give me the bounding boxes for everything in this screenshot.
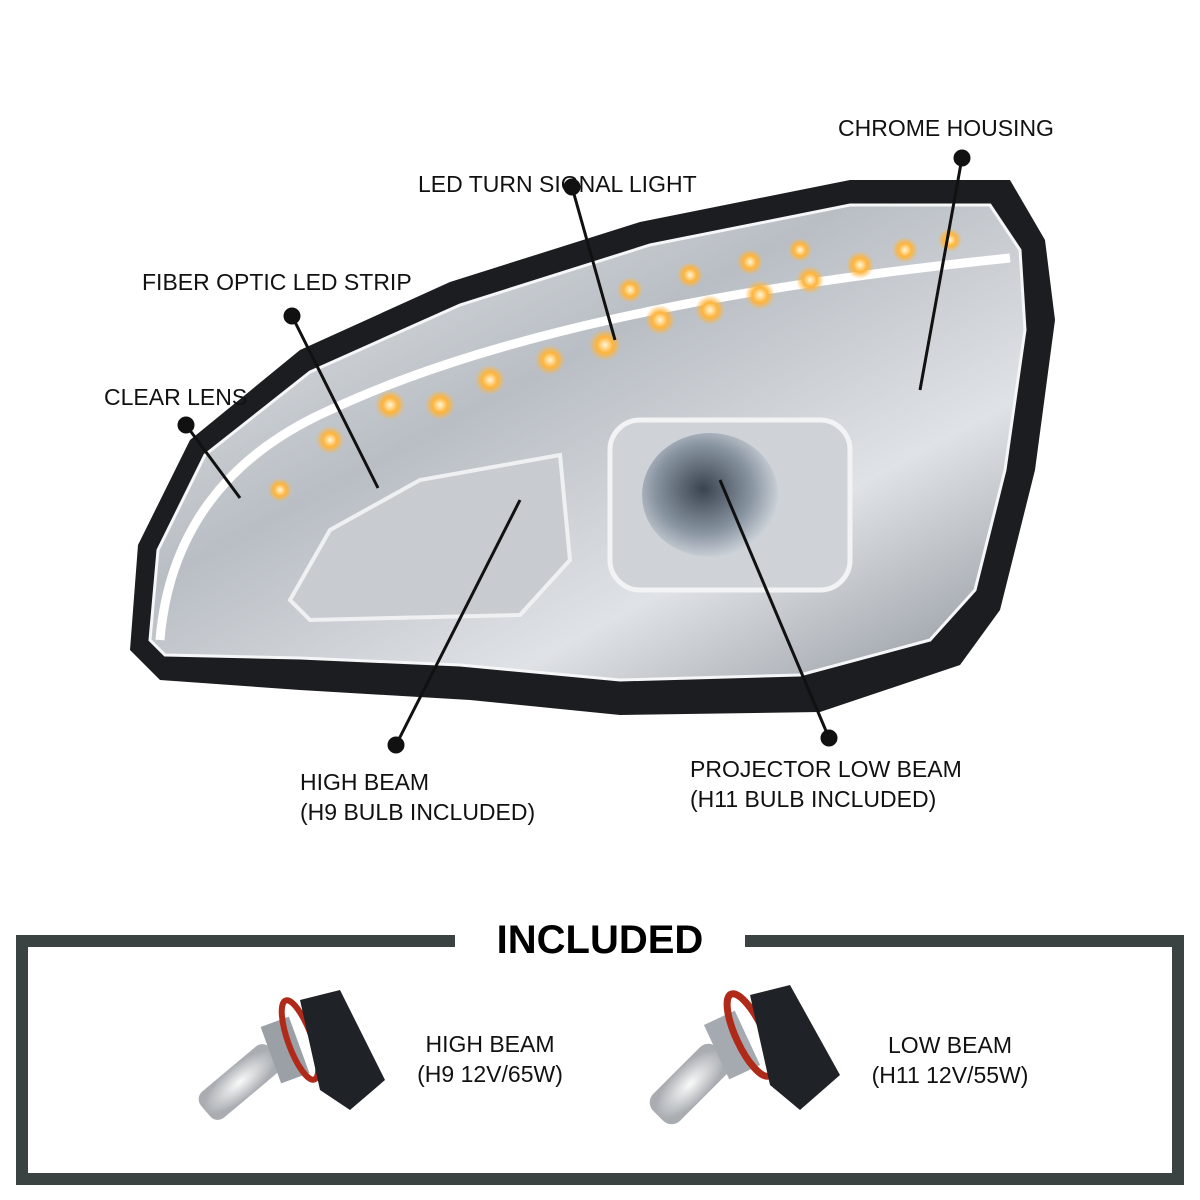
- callout-low-beam-line2: (H11 BULB INCLUDED): [690, 786, 937, 812]
- h9-bulb-image: [198, 990, 385, 1120]
- h11-bulb-image: [649, 985, 840, 1125]
- high-beam-reflector: [287, 452, 573, 623]
- callout-lines: [177, 149, 971, 754]
- projector-lens: [642, 433, 778, 557]
- callout-low-beam: PROJECTOR LOW BEAM (H11 BULB INCLUDED): [690, 754, 962, 814]
- callout-high-beam-line1: HIGH BEAM: [300, 769, 430, 795]
- included-item-line1: LOW BEAM: [888, 1032, 1012, 1058]
- included-item-line2: (H9 12V/65W): [417, 1061, 563, 1087]
- included-item-low-beam: LOW BEAM (H11 12V/55W): [855, 1030, 1045, 1090]
- included-item-high-beam: HIGH BEAM (H9 12V/65W): [400, 1029, 580, 1089]
- title-gap: [455, 915, 745, 965]
- callout-low-beam-line1: PROJECTOR LOW BEAM: [690, 756, 962, 782]
- callout-high-beam: HIGH BEAM (H9 BULB INCLUDED): [300, 767, 535, 827]
- callout-led-turn-signal: LED TURN SIGNAL LIGHT: [418, 171, 697, 197]
- callout-chrome-housing: CHROME HOUSING: [838, 115, 1054, 141]
- included-item-line1: HIGH BEAM: [425, 1031, 555, 1057]
- included-item-line2: (H11 12V/55W): [871, 1062, 1029, 1088]
- callout-clear-lens: CLEAR LENS: [104, 384, 248, 410]
- callout-fiber-optic: FIBER OPTIC LED STRIP: [142, 269, 412, 295]
- led-row: [268, 228, 962, 502]
- callout-high-beam-line2: (H9 BULB INCLUDED): [300, 799, 536, 825]
- included-title: INCLUDED: [496, 918, 704, 962]
- fiber-optic-strip: [155, 253, 1011, 641]
